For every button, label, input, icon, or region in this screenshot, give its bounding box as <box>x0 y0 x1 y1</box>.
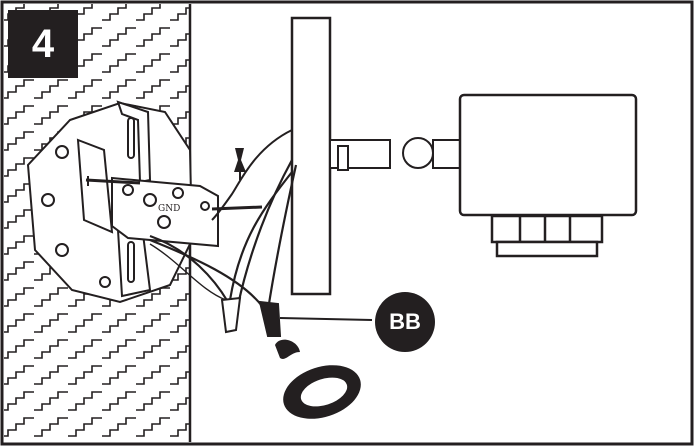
fixture-head <box>458 93 638 258</box>
canopy-back <box>211 129 293 221</box>
mounting-strap <box>76 100 152 298</box>
wires <box>149 159 298 311</box>
ground-label: GND <box>158 204 181 214</box>
grommet-ring <box>275 339 361 419</box>
callout-leader <box>279 317 373 321</box>
crossbar-plate <box>111 176 219 248</box>
step-number: 4 <box>8 10 78 78</box>
wire-nuts <box>220 296 282 337</box>
callout-badge <box>375 292 435 352</box>
ground-screw <box>234 148 246 180</box>
callout-label: BB <box>389 309 421 334</box>
wall-plate <box>290 16 332 296</box>
fixture-arm <box>329 137 462 171</box>
